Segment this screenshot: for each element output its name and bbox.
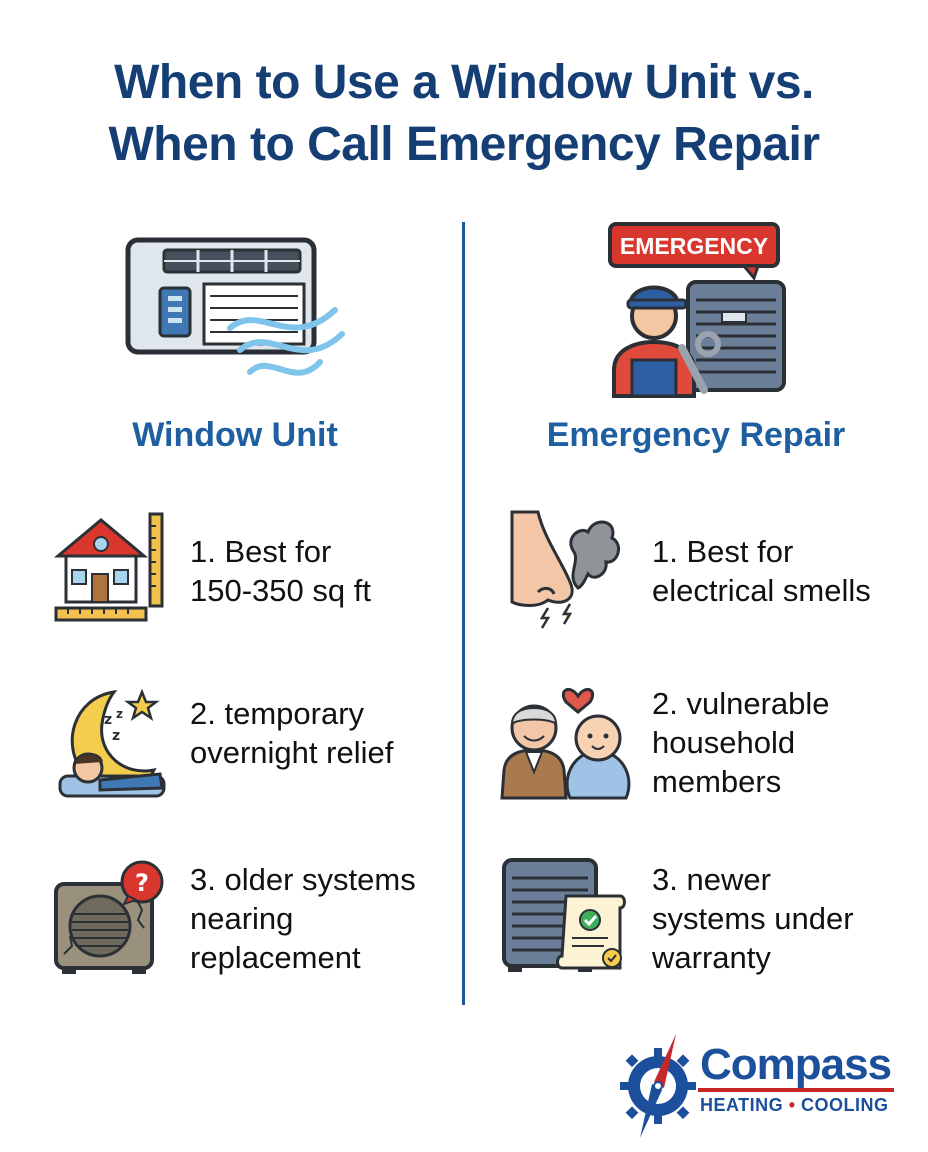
right-item-1-line-2: electrical smells (652, 573, 871, 608)
left-column-heading: Window Unit (132, 416, 338, 454)
page-title: When to Use a Window Unit vs. When to Ca… (0, 52, 928, 176)
column-divider (462, 222, 465, 1005)
title-line-1: When to Use a Window Unit vs. (114, 56, 814, 109)
right-item-2-line-1: 2. vulnerable (652, 686, 830, 721)
emergency-sign-text: EMERGENCY (620, 233, 768, 259)
right-item-1-line-1: 1. Best for (652, 534, 794, 569)
svg-text:z: z (112, 728, 120, 744)
right-item-2-line-3: members (652, 764, 782, 799)
svg-text:z: z (104, 712, 112, 728)
left-item-3-line-2: nearing (190, 901, 294, 936)
left-item-3: 3. older systems nearing replacement (190, 860, 416, 977)
left-item-1: 1. Best for 150-350 sq ft (190, 532, 371, 610)
left-item-2-line-1: 2. temporary (190, 696, 365, 731)
logo-divider-bar (698, 1088, 894, 1092)
title-line-2: When to Call Emergency Repair (108, 118, 820, 171)
logo-sub-heating: HEATING (700, 1095, 784, 1115)
left-item-3-line-3: replacement (190, 940, 361, 975)
right-column-heading: Emergency Repair (546, 416, 846, 454)
svg-text:?: ? (135, 869, 149, 897)
elder-baby-icon (500, 687, 631, 800)
right-item-3-line-3: warranty (652, 940, 771, 975)
nose-smoke-icon (510, 510, 621, 629)
left-item-1-line-1: 1. Best for (190, 534, 332, 569)
old-ac-question-icon: ? (54, 860, 164, 974)
left-item-3-line-1: 3. older systems (190, 862, 416, 897)
right-item-2: 2. vulnerable household members (652, 684, 830, 801)
right-item-3-line-2: systems under (652, 901, 854, 936)
svg-text:z: z (116, 707, 123, 721)
window-ac-unit-icon (125, 237, 345, 376)
right-item-1: 1. Best for electrical smells (652, 532, 871, 610)
compass-gear-icon (620, 1034, 696, 1138)
right-item-2-line-2: household (652, 725, 796, 760)
logo-sub-cooling: COOLING (801, 1095, 889, 1115)
ac-warranty-icon (502, 858, 626, 972)
left-item-1-line-2: 150-350 sq ft (190, 573, 371, 608)
logo-subtitle: HEATING • COOLING (700, 1095, 889, 1116)
technician-emergency-icon: EMERGENCY (608, 222, 786, 398)
sleeping-moon-icon: z z z (58, 688, 166, 798)
right-item-3-line-1: 3. newer (652, 862, 771, 897)
logo-sub-dot: • (788, 1095, 796, 1115)
left-item-2-line-2: overnight relief (190, 735, 394, 770)
right-item-3: 3. newer systems under warranty (652, 860, 854, 977)
logo-name: Compass (700, 1040, 892, 1089)
house-ruler-icon (53, 512, 164, 622)
left-item-2: 2. temporary overnight relief (190, 694, 393, 772)
